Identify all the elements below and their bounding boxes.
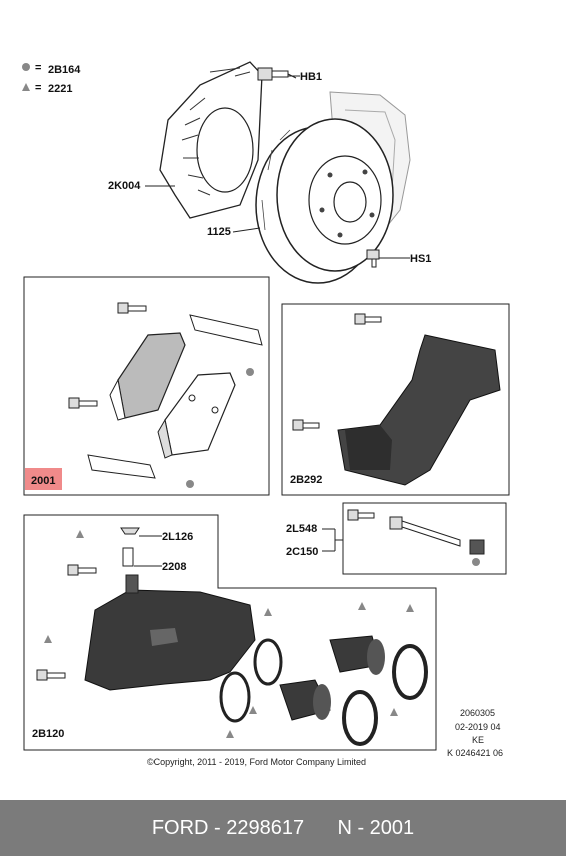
triangle-marker-icon [226,730,234,738]
caliper-box [23,514,437,751]
highlight-2001 [25,468,62,490]
triangle-marker-icon [406,604,414,612]
info-line-2: 02-2019 04 [455,722,501,732]
triangle-marker-icon [44,635,52,643]
pads-box [23,276,270,496]
parts-diagram: = 2B164 = 2221 HB1 [22,61,510,767]
brake-caliper-illustration [36,527,428,746]
triangle-marker-icon [358,602,366,610]
info-line-3: KE [472,735,484,745]
label-2l126: 2L126 [162,531,193,543]
label-2001: 2001 [31,475,55,487]
copyright-text: ©Copyright, 2011 - 2019, Ford Motor Comp… [147,757,366,767]
circle-marker-icon [472,558,480,566]
label-2l548: 2L548 [286,523,317,535]
circle-marker-icon [22,63,30,71]
triangle-marker-icon [264,608,272,616]
guide-pin-box [342,502,507,575]
label-2b120: 2B120 [32,728,64,740]
svg-text:=: = [35,62,41,74]
triangle-marker-icon [390,708,398,716]
legend-circle-code: 2B164 [48,64,81,76]
label-2c150: 2C150 [286,546,318,558]
info-line-1: 2060305 [460,708,495,718]
label-2b292: 2B292 [290,474,322,486]
hub-bolt-illustration [257,67,297,81]
label-hs1: HS1 [410,253,431,265]
brake-rotor-illustration [255,118,394,284]
circle-marker-icon [186,480,194,488]
hub-screw-illustration [366,249,380,268]
triangle-marker-icon [249,706,257,714]
brake-pads-illustration [68,302,263,488]
svg-text:=: = [35,82,41,94]
legend-triangle-code: 2221 [48,83,72,95]
bracket-box [281,303,510,496]
footer-ref: N - 2001 [337,816,415,839]
label-2k004: 2K004 [108,180,141,192]
footer-part-number: FORD - 2298617 [151,816,305,839]
caliper-bracket-illustration [292,313,501,486]
label-1125: 1125 [207,226,231,238]
triangle-marker-icon [76,530,84,538]
footer-bar: FORD - 2298617 N - 2001 [0,800,566,856]
dust-shield-illustration [159,61,263,219]
triangle-marker-icon [22,83,30,91]
label-hb1: HB1 [300,71,322,83]
circle-marker-icon [246,368,254,376]
label-2208: 2208 [162,561,186,573]
guide-pin-illustration [347,509,485,566]
info-line-4: K 0246421 06 [447,748,503,758]
legend: = 2B164 = 2221 [22,62,81,95]
